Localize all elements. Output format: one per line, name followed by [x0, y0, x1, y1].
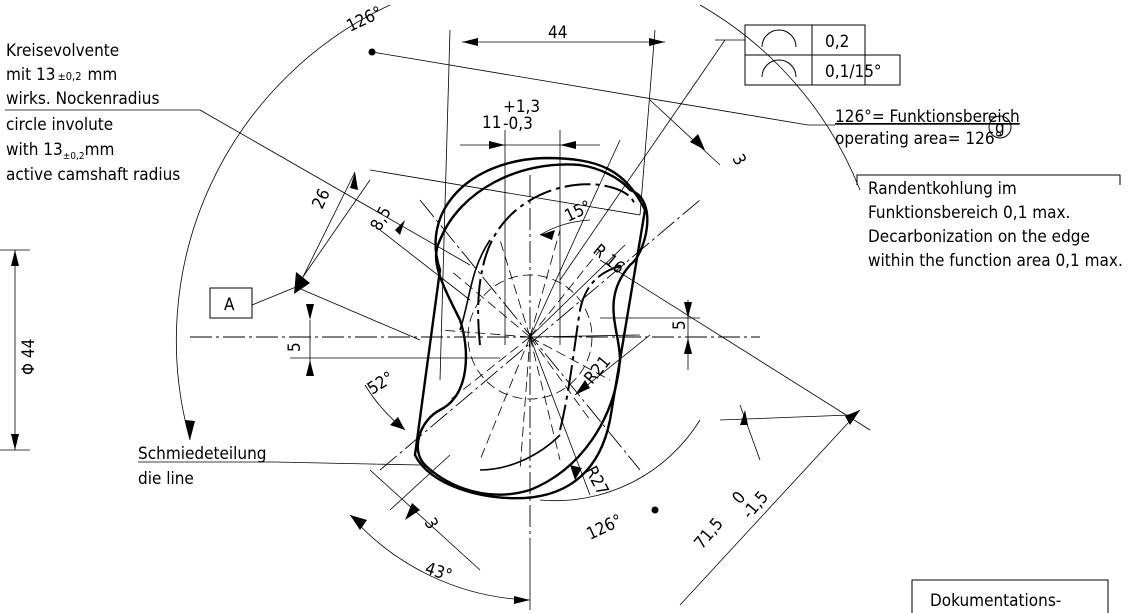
dim-11: 11 — [482, 113, 501, 133]
operating-area-line2: operating area= 126° — [835, 129, 1002, 149]
dim-44: 44 — [548, 23, 567, 43]
dim-71-5: 71,5 — [691, 514, 728, 553]
cam-function-area-lower — [559, 264, 626, 431]
decarb-line1: Randentkohlung im — [868, 179, 1017, 199]
dim-15deg: 15° — [562, 197, 595, 227]
tolerance-value-row1: 0,2 — [825, 32, 849, 52]
radial-construction-lines — [439, 229, 611, 471]
dim-126deg-top: 126° — [344, 3, 386, 37]
dim-52deg: 52° — [364, 368, 398, 399]
dim-3-top: 3 — [728, 151, 750, 169]
note-involute-line5: with 13±0,2mm — [6, 140, 114, 162]
tolerance-frame — [715, 24, 901, 86]
forging-outline — [413, 156, 647, 500]
decarb-line4: within the function area 0,1 max. — [868, 251, 1123, 271]
doc-box — [911, 579, 1109, 613]
datum-box — [209, 287, 253, 319]
note-involute-line4: circle involute — [6, 115, 113, 135]
dim-43deg: 43° — [422, 559, 454, 586]
operating-area-flag: g — [995, 118, 1005, 138]
dim-origin-dot — [651, 506, 659, 514]
dim-5-left: 5 — [285, 342, 305, 352]
dim-11-lower: -0,3 — [503, 114, 533, 134]
arrowhead — [185, 420, 195, 440]
note-involute-line6: active camshaft radius — [6, 165, 180, 185]
flag-circle — [988, 115, 1012, 139]
dim-r16: R 16 — [589, 241, 629, 279]
dim-71-5-lower: -1,5 — [739, 487, 774, 523]
cam-outer-profile — [416, 163, 649, 496]
dim-5-right: 5 — [670, 320, 690, 330]
profile-symbol-icon — [761, 59, 797, 78]
dim-3-bottom: 3 — [420, 515, 442, 533]
angle-dim-arc-126 — [175, 4, 391, 441]
profile-symbol-icon — [761, 29, 797, 48]
tolerance-value-row2: 0,1/15° — [825, 62, 882, 82]
datum-triangle — [294, 272, 310, 294]
base-circle — [467, 274, 593, 400]
dim-r27: R27 — [581, 463, 613, 499]
dim-11-upper: +1,3 — [503, 97, 540, 117]
datum-label: A — [224, 295, 235, 315]
dim-26: 26 — [308, 186, 334, 212]
cam-function-area-upper — [477, 183, 636, 346]
forging-note-line1: Schmiedeteilung — [138, 444, 267, 464]
decarb-line3: Decarbonization on the edge — [868, 227, 1090, 247]
dim-phi44: Φ 44 — [19, 339, 39, 375]
forging-note-line2: die line — [138, 469, 194, 489]
note-involute-line1: Kreisevolvente — [6, 41, 119, 61]
decarb-line2: Funktionsbereich 0,1 max. — [868, 203, 1070, 223]
dim-126deg-bottom: 126° — [584, 511, 626, 545]
doc-box-label: Dokumentations- — [930, 591, 1061, 611]
note-involute-line3: wirks. Nockenradius — [6, 89, 159, 109]
angle-dim-arc-126-right — [699, 4, 861, 191]
operating-area-line1: 126°= Funktionsbereich — [835, 107, 1020, 127]
